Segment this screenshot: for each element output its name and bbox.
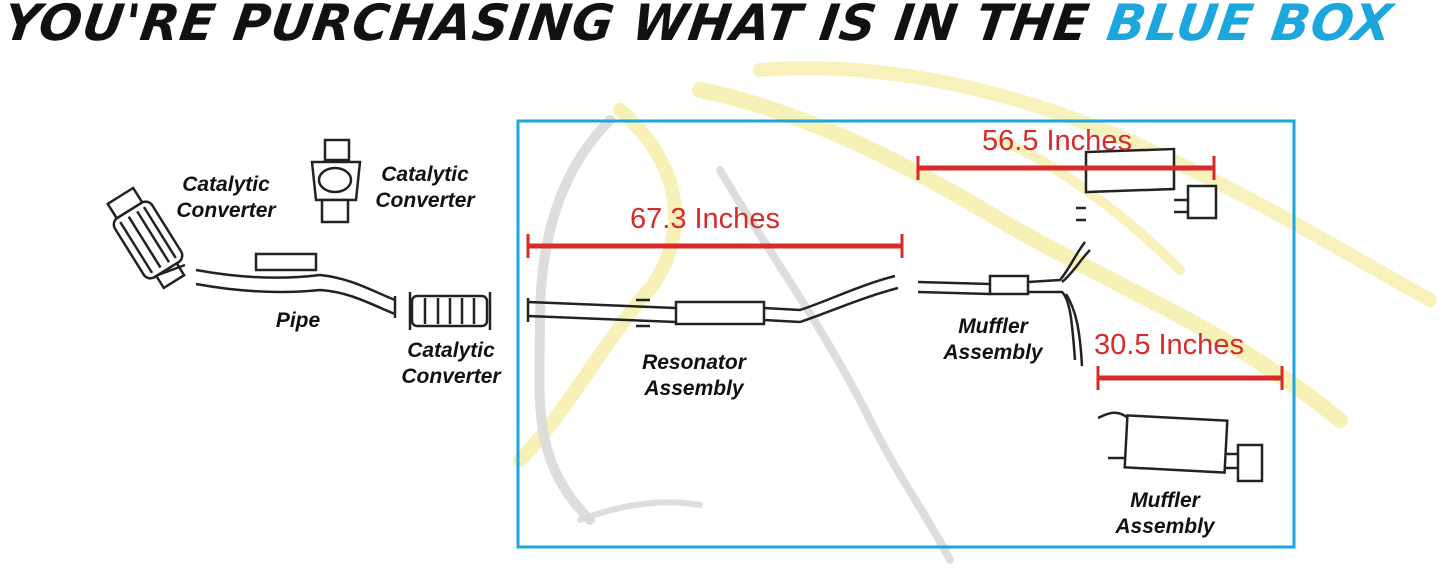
dimension-line-30 bbox=[1096, 366, 1284, 390]
label-resonator-assembly: Resonator Assembly bbox=[642, 351, 746, 400]
blue-box bbox=[516, 119, 1296, 549]
pipe-drawing bbox=[195, 252, 397, 318]
resonator-drawing bbox=[526, 274, 899, 328]
label-catalytic-converter-2: Catalytic Converter bbox=[375, 163, 475, 212]
horse-head-icon bbox=[513, 61, 1437, 564]
catalytic-converter-2-drawing bbox=[310, 138, 362, 224]
dimension-label-resonator: 67.3 Inches bbox=[630, 203, 780, 235]
dimension-label-rear-muffler: 30.5 Inches bbox=[1094, 329, 1244, 361]
label-catalytic-converter-3: Catalytic Converter bbox=[401, 339, 501, 388]
label-muffler-assembly-1: Muffler Assembly bbox=[943, 315, 1043, 364]
catalytic-converter-3-drawing bbox=[408, 292, 492, 330]
label-catalytic-converter-1: Catalytic Converter bbox=[176, 173, 276, 222]
label-muffler-assembly-2: Muffler Assembly bbox=[1115, 489, 1215, 538]
label-pipe: Pipe bbox=[275, 309, 321, 332]
muffler-assembly-2-drawing bbox=[1097, 411, 1264, 483]
dimension-line-56 bbox=[916, 156, 1216, 180]
dimension-label-muffler: 56.5 Inches bbox=[982, 125, 1132, 157]
catalytic-converter-1-drawing bbox=[106, 186, 186, 290]
dimension-line-67 bbox=[526, 234, 904, 258]
